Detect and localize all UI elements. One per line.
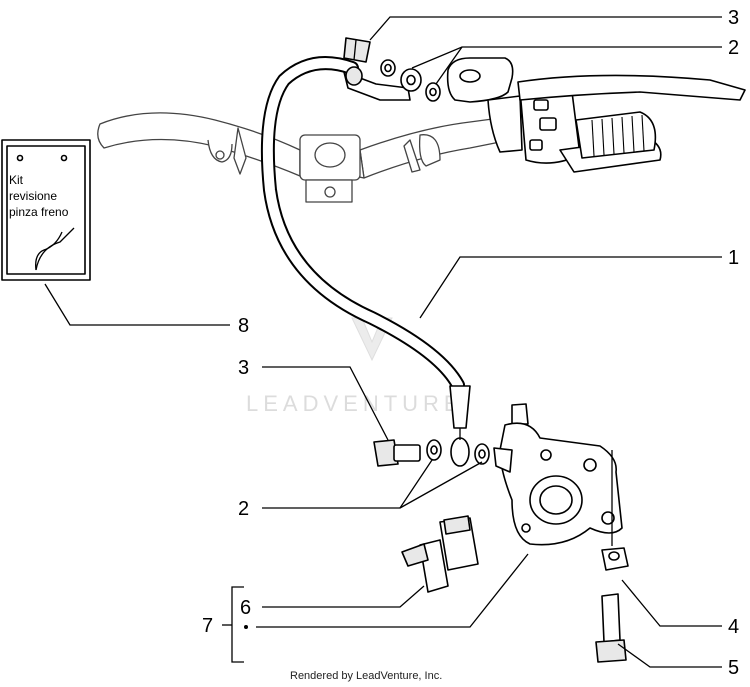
callout-numbers: 3 2 1 8 3 2 6 7 4 5 [202, 7, 739, 679]
callout-6: 6 [240, 597, 251, 619]
group-bracket-7 [222, 586, 244, 663]
callout-7: 7 [202, 615, 213, 637]
handlebar [97, 112, 501, 203]
brake-hose [260, 56, 471, 467]
watermark-text: LEADVENTURE [246, 391, 464, 416]
kit-label-line3: pinza freno [9, 205, 69, 219]
callout-3-top: 3 [728, 7, 739, 29]
callout-2-top: 2 [728, 37, 739, 59]
brake-caliper [493, 403, 623, 546]
footer-credit: Rendered by LeadVenture, Inc. [290, 670, 442, 682]
kit-label-line2: revisione [9, 189, 57, 203]
caliper-bolt [595, 593, 627, 663]
banjo-bolt-mid [373, 439, 421, 467]
brake-master-cylinder [446, 57, 746, 173]
callout-4: 4 [728, 616, 739, 638]
brake-pads [401, 515, 479, 593]
kit-label-line1: Kit [9, 173, 24, 187]
callout-1: 1 [728, 247, 739, 269]
caliper-nut [601, 547, 629, 571]
repair-kit-package: Kit revisione pinza freno [1, 139, 91, 281]
callout-2-mid: 2 [238, 498, 249, 520]
callout-8: 8 [238, 315, 249, 337]
callout-5: 5 [728, 657, 739, 679]
banjo-bolt-top [343, 37, 371, 63]
washers [380, 59, 490, 465]
leader-lines [44, 16, 722, 668]
callout-3-mid: 3 [238, 357, 249, 379]
